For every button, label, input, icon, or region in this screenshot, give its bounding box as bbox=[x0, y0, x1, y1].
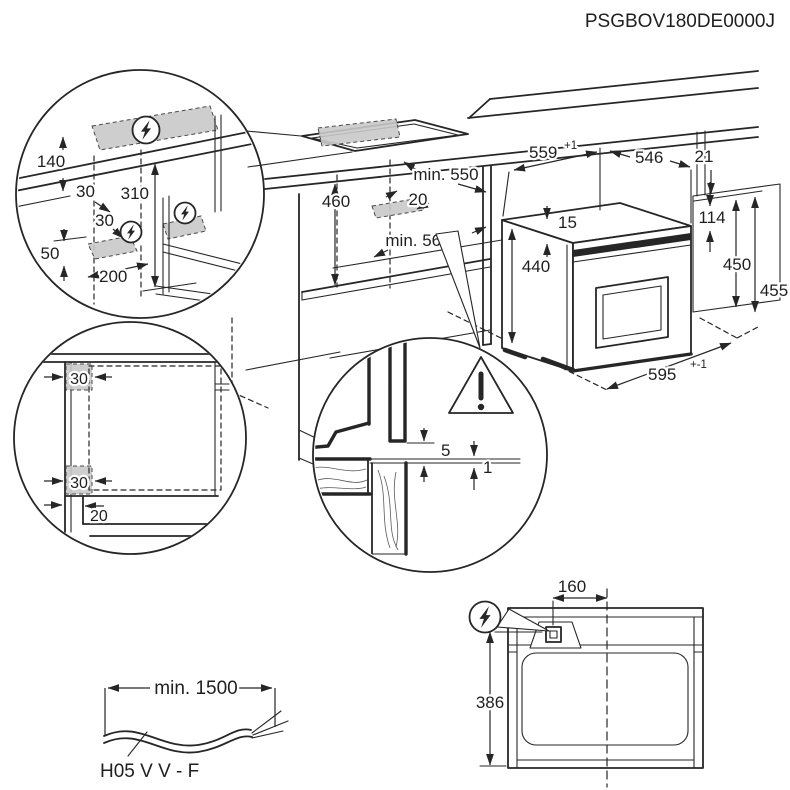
detail-circle-overlap-gap: 5 1 bbox=[312, 337, 548, 573]
dim-label-200: 200 bbox=[99, 267, 127, 286]
power-icon bbox=[119, 220, 143, 244]
dim-label-niche-height: 460 bbox=[322, 192, 350, 211]
dim-label-overall-height: 455 bbox=[760, 281, 788, 300]
dim-label-bottom-gap: 20 bbox=[90, 508, 108, 525]
terminal-box bbox=[545, 626, 562, 643]
oven-foot bbox=[540, 356, 576, 373]
detail-circle-c-outline bbox=[312, 337, 548, 573]
dim-label-niche-depth: min. 550 bbox=[413, 165, 478, 184]
dim-label-top-width: 559 bbox=[529, 143, 557, 162]
dim-label-310: 310 bbox=[121, 184, 149, 203]
dim-label-30-top: 30 bbox=[76, 182, 95, 201]
dim-label-topview-depth: 386 bbox=[476, 693, 504, 712]
oven-control-panel bbox=[573, 233, 691, 257]
cable-curve bbox=[103, 735, 253, 754]
dim-label-top-clearance: 15 bbox=[558, 213, 577, 232]
dim-label-top-width-tolerance: +1 bbox=[564, 140, 577, 152]
cable-curve bbox=[103, 728, 252, 747]
dim-label-connection-offset: 160 bbox=[558, 577, 586, 596]
dim-label-pad-top: 30 bbox=[70, 371, 88, 388]
dim-label-body-height: 440 bbox=[522, 257, 550, 276]
power-icon bbox=[131, 115, 161, 145]
oven-foot bbox=[502, 347, 528, 360]
dim-label-cable-length: min. 1500 bbox=[154, 678, 237, 699]
power-icon bbox=[173, 201, 197, 225]
oven-3d-view: 559 +1 546 21 15 440 114 450 455 595 +-1 bbox=[447, 130, 790, 391]
spacer-pad-bottom bbox=[65, 465, 93, 495]
dim-label-overlap: 5 bbox=[441, 441, 450, 460]
dim-label-rear-trim: 21 bbox=[695, 147, 714, 166]
mains-cable-drawing: min. 1500 H05 V V - F bbox=[98, 676, 289, 784]
dim-label-front-height: 450 bbox=[723, 255, 751, 274]
detail-pointer-wedge bbox=[435, 230, 481, 349]
cavity-outline bbox=[521, 652, 689, 746]
dim-label-30-mid: 30 bbox=[95, 211, 114, 230]
dim-label-front-width: 595 bbox=[648, 365, 676, 384]
detail-circle-b-outline bbox=[13, 321, 247, 555]
power-callout bbox=[468, 600, 550, 634]
dim-label-panel-height: 114 bbox=[698, 208, 725, 227]
detail-circle-front-clearance: 30 30 20 bbox=[13, 321, 247, 555]
cable-type-label: H05 V V - F bbox=[100, 761, 199, 782]
dim-label-rear-gap: 20 bbox=[409, 190, 428, 209]
cooktop-cutout bbox=[301, 118, 469, 152]
detail-circle-connection-positions: 140 30 310 30 50 200 bbox=[15, 69, 353, 319]
oven-left-side bbox=[501, 219, 574, 372]
warning-icon bbox=[448, 356, 514, 414]
connection-box-in-niche bbox=[371, 197, 425, 219]
dim-label-50: 50 bbox=[41, 244, 60, 263]
dim-label-clearance: 1 bbox=[483, 458, 492, 477]
dim-label-front-width-tolerance: +-1 bbox=[690, 359, 707, 371]
detail-leader-line bbox=[245, 130, 302, 137]
dim-label-140: 140 bbox=[37, 152, 65, 171]
spacer-pad-top bbox=[65, 363, 93, 391]
connection-box-side bbox=[162, 215, 207, 240]
dim-label-pad-bottom: 30 bbox=[70, 475, 88, 492]
oven-door-window bbox=[595, 276, 669, 349]
cabinet-perspective-view: 460 min. 550 20 min. 560 bbox=[231, 70, 759, 473]
oven-top-view: 160 386 bbox=[468, 575, 704, 788]
connection-box-low bbox=[87, 235, 138, 260]
dim-label-depth: 546 bbox=[635, 148, 663, 167]
dim-label-niche-width: min. 560 bbox=[385, 231, 450, 250]
detail-leader-line bbox=[247, 151, 353, 168]
drawing-title: PSGBOV180DE0000J bbox=[585, 11, 775, 32]
